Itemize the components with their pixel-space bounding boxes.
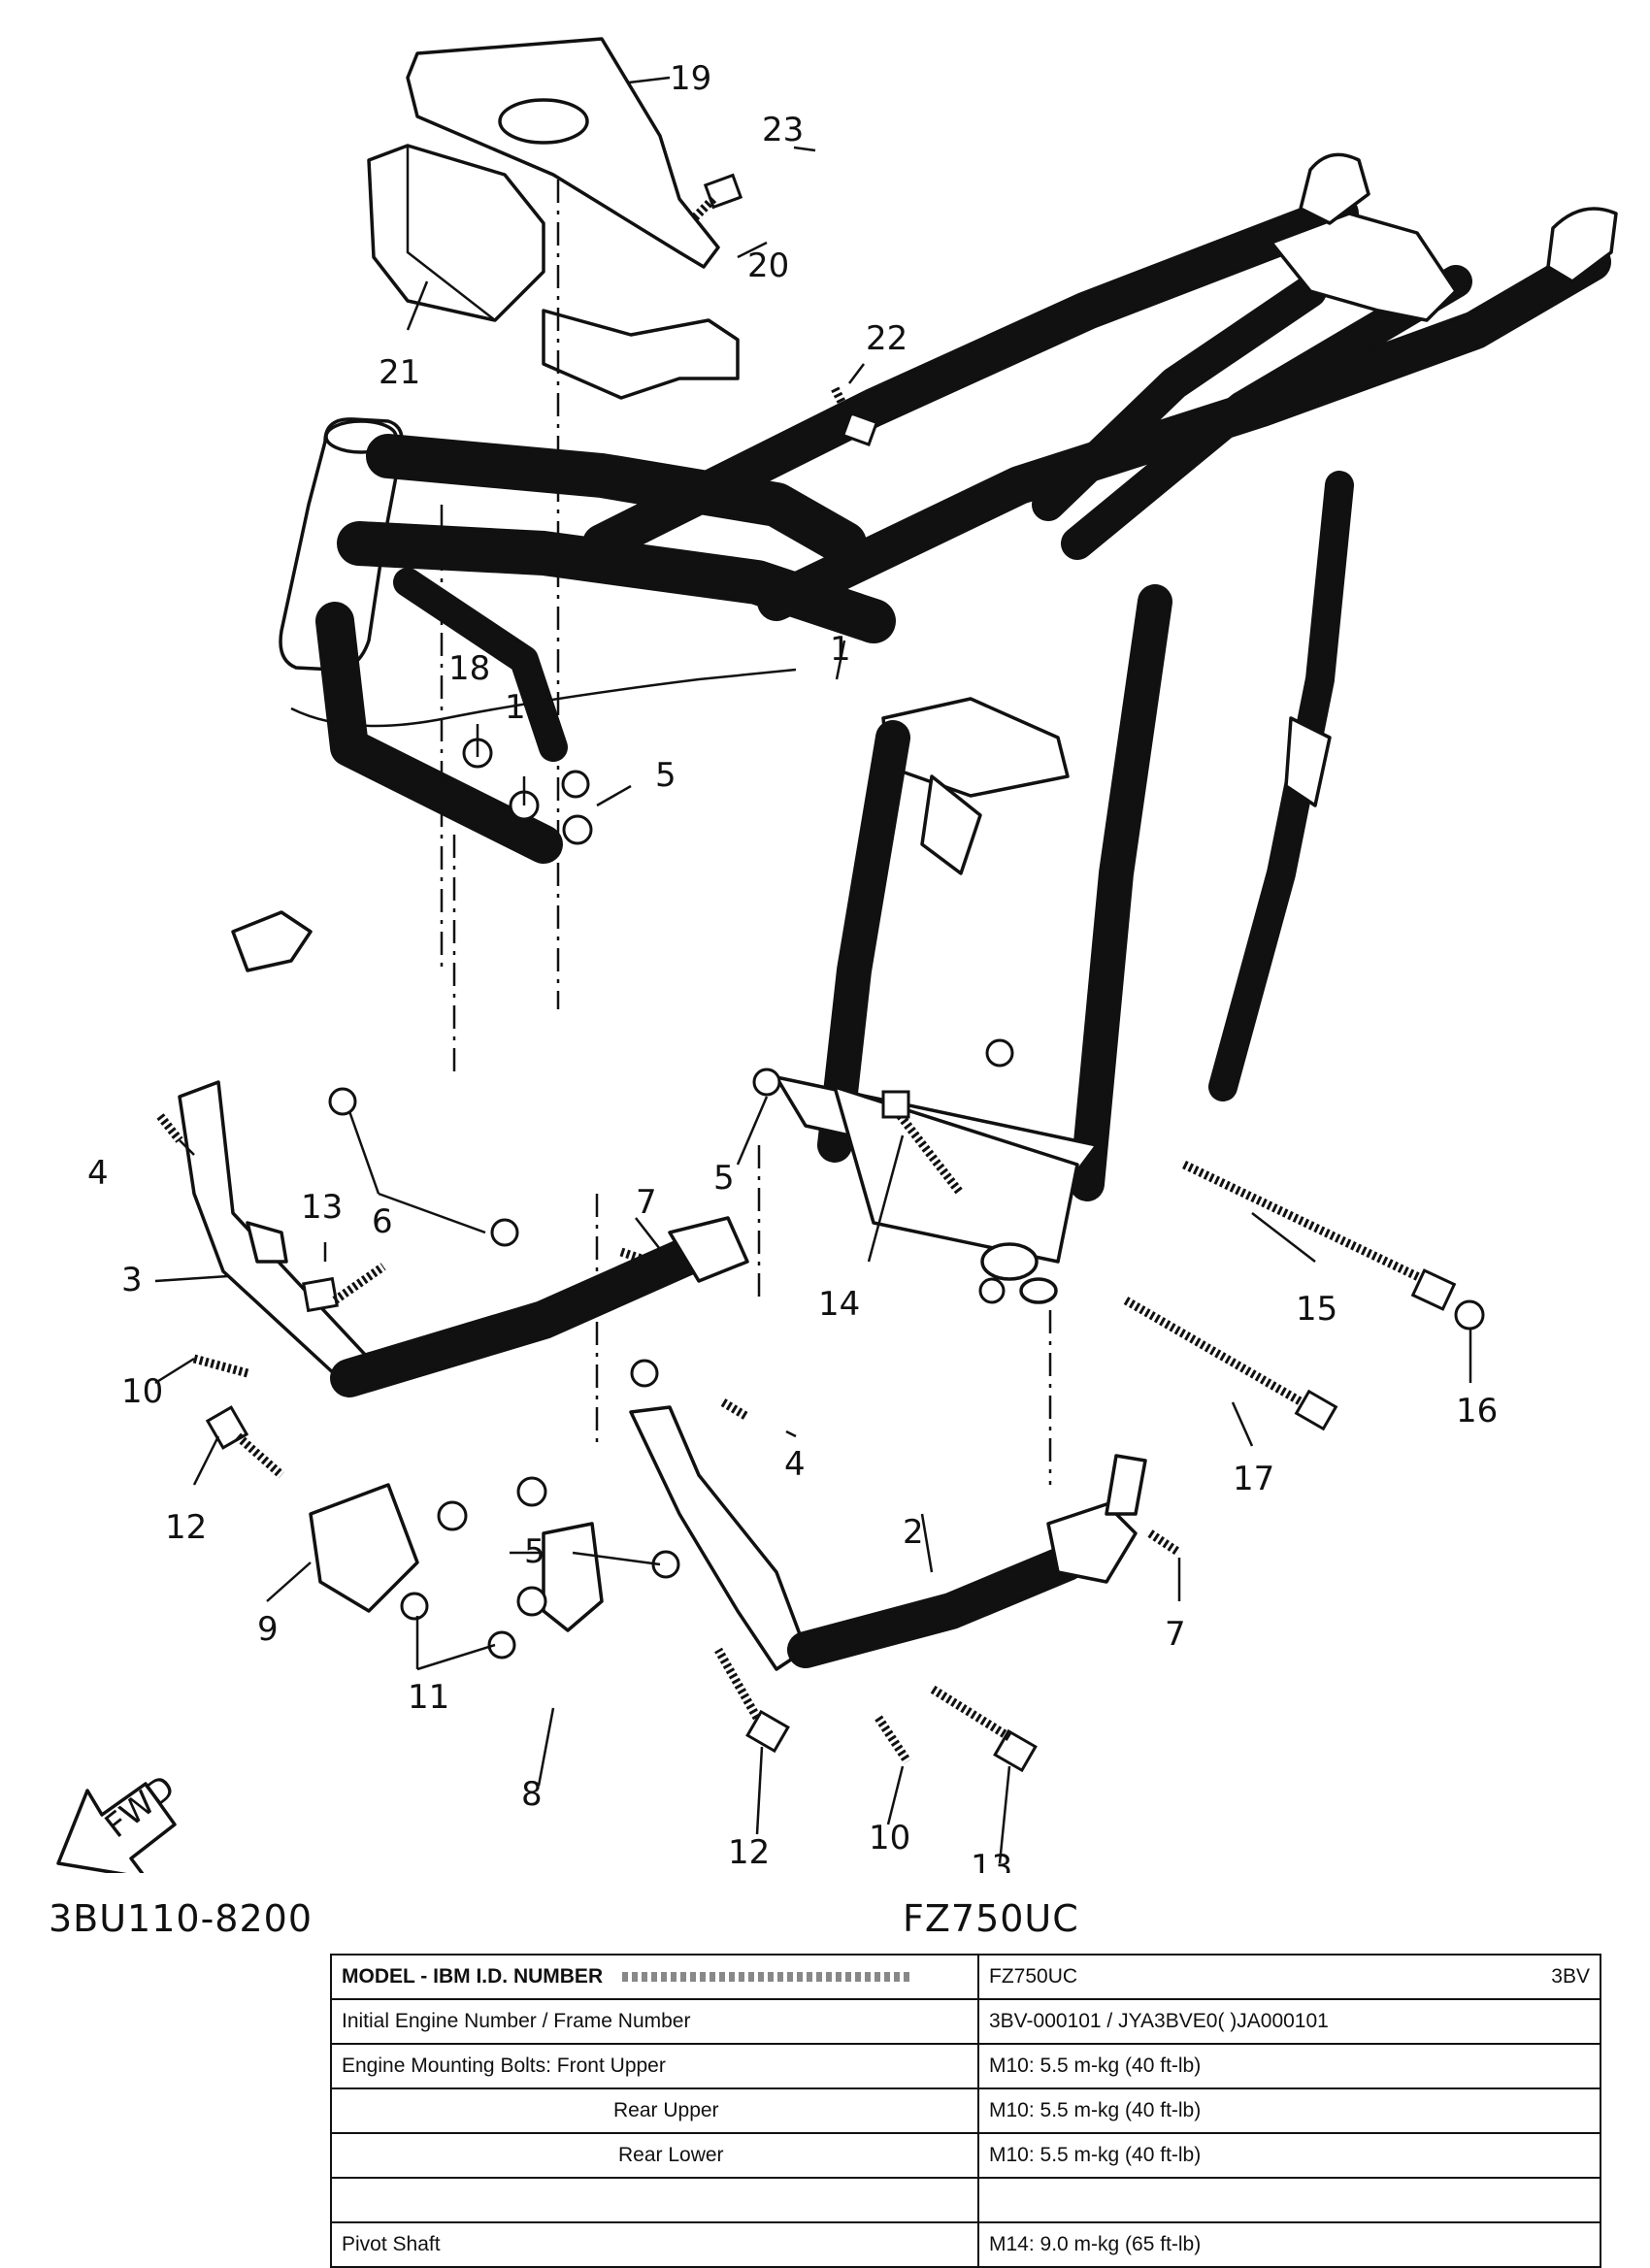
spec-row: Engine Mounting Bolts: Front Upper M10: … [330, 2043, 1601, 2089]
header-label-cell: MODEL - IBM I.D. NUMBER [330, 1954, 979, 2000]
spec-row [330, 2177, 1601, 2223]
callout-21: 21 [379, 353, 420, 392]
callout-3: 3 [121, 1261, 143, 1299]
spec-value [977, 2177, 1601, 2223]
callout-6: 6 [372, 1202, 393, 1241]
callout-4a: 4 [87, 1154, 109, 1193]
diagram-ref-code: 3BU110-8200 [49, 1897, 314, 1940]
callout-4b: 4 [784, 1445, 806, 1484]
callout-13a: 13 [301, 1188, 343, 1227]
spec-label: Engine Mounting Bolts: Front Upper [330, 2043, 979, 2089]
frame-exploded-diagram: FWD 1 2 3 4 4 5 5 5 5 5 6 7 7 8 9 10 10 … [56, 37, 1618, 1873]
callout-5b: 5 [713, 1159, 735, 1198]
spec-value: 3BV-000101 / JYA3BVE0( )JA000101 [977, 1998, 1601, 2045]
part-20-bracket [542, 309, 740, 400]
callout-7b: 7 [1165, 1615, 1186, 1654]
callout-8: 8 [521, 1775, 543, 1814]
spec-row: Rear Lower M10: 5.5 m-kg (40 ft-lb) [330, 2132, 1601, 2179]
part-3-mount [178, 1080, 749, 1397]
spec-value: M14: 9.0 m-kg (65 ft-lb) [977, 2221, 1601, 2268]
callout-23: 23 [762, 111, 804, 149]
callout-1: 1 [830, 630, 851, 669]
header-model: FZ750UC [989, 1965, 1078, 1988]
spec-value: M10: 5.5 m-kg (40 ft-lb) [977, 2087, 1601, 2134]
callout-20: 20 [747, 247, 789, 285]
part-8-plate [542, 1522, 604, 1632]
leader-lines [154, 76, 1472, 1864]
header-label: MODEL - IBM I.D. NUMBER [342, 1965, 604, 1988]
callout-labels: 1 2 3 4 4 5 5 5 5 5 6 7 7 8 9 10 10 11 1… [87, 59, 1498, 1873]
callout-12b: 12 [728, 1833, 770, 1872]
diagram-model: FZ750UC [903, 1897, 1079, 1940]
callout-2: 2 [903, 1513, 924, 1552]
callout-5c: 5 [524, 1532, 545, 1571]
callout-5a: 5 [655, 756, 676, 795]
callout-18: 18 [448, 649, 490, 688]
spec-label [330, 2177, 979, 2223]
spec-label: Rear Upper [330, 2087, 979, 2134]
spec-row: Initial Engine Number / Frame Number 3BV… [330, 1998, 1601, 2045]
spec-value: M10: 5.5 m-kg (40 ft-lb) [977, 2043, 1601, 2089]
fwd-arrow-icon [56, 1782, 177, 1873]
callout-17: 17 [1233, 1460, 1274, 1498]
callout-13b: 13 [971, 1848, 1012, 1873]
callout-16a: 16 [505, 688, 546, 727]
spec-row: Pivot Shaft M14: 9.0 m-kg (65 ft-lb) [330, 2221, 1601, 2268]
header-code: 3BV [1551, 1965, 1590, 1988]
callout-10b: 10 [869, 1819, 910, 1857]
callout-15: 15 [1296, 1290, 1337, 1329]
spec-label: Rear Lower [330, 2132, 979, 2179]
callout-14: 14 [818, 1285, 860, 1324]
callout-7a: 7 [636, 1183, 657, 1222]
callout-9: 9 [257, 1610, 279, 1649]
callout-12a: 12 [165, 1508, 207, 1547]
part-21-box [367, 144, 545, 322]
callout-11: 11 [408, 1678, 449, 1717]
spec-table: MODEL - IBM I.D. NUMBER FZ750UC 3BV Init… [330, 1954, 1601, 2268]
header-value-cell: FZ750UC 3BV [977, 1954, 1601, 2000]
part-9-plate [309, 1483, 419, 1613]
spec-table-header: MODEL - IBM I.D. NUMBER FZ750UC 3BV [330, 1954, 1601, 2000]
callout-19: 19 [670, 59, 711, 98]
part-2-mount [629, 1405, 1147, 1671]
callout-22: 22 [866, 319, 908, 358]
spec-label: Initial Engine Number / Frame Number [330, 1998, 979, 2045]
main-frame [231, 152, 1618, 1304]
callout-16b: 16 [1456, 1392, 1498, 1430]
spec-value: M10: 5.5 m-kg (40 ft-lb) [977, 2132, 1601, 2179]
callout-10a: 10 [121, 1372, 163, 1411]
spec-label: Pivot Shaft [330, 2221, 979, 2268]
spec-row: Rear Upper M10: 5.5 m-kg (40 ft-lb) [330, 2087, 1601, 2134]
part-19-cover [406, 37, 720, 269]
